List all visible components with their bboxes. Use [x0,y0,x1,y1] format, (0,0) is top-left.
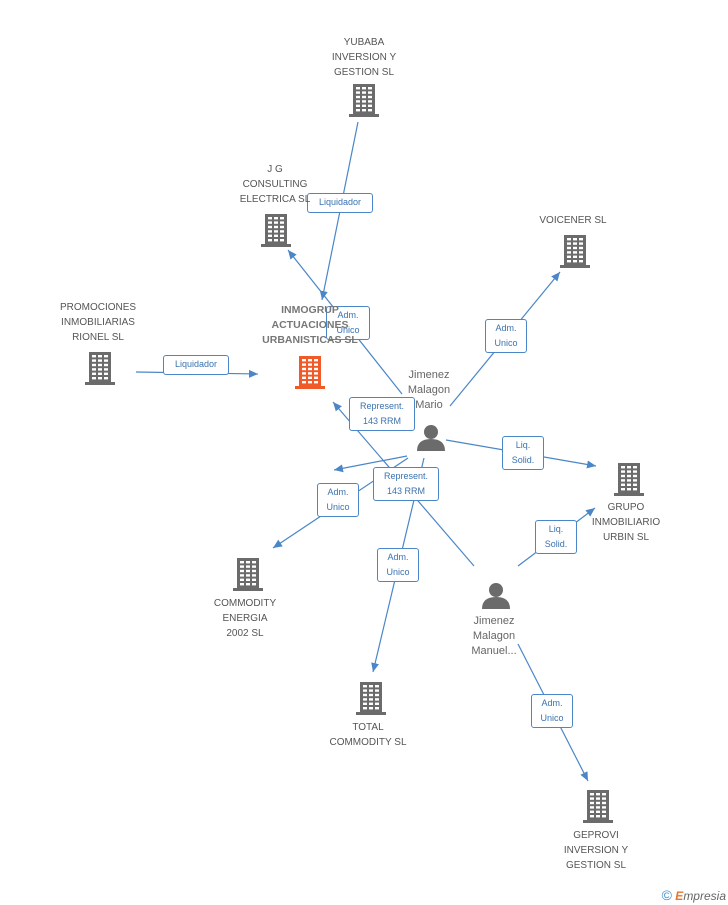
node-label-voicener[interactable]: VOICENER SL [539,215,607,226]
edge-label-e6[interactable]: Liq. Solid. [502,436,544,470]
edge-label-e5[interactable]: Represent. 143 RRM [349,397,415,431]
brand-name: mpresia [683,889,726,903]
copyright-icon: © [661,887,672,903]
building-icon-grupo[interactable] [614,463,644,496]
node-label-manuel[interactable]: Jimenez Malagon Manuel... [471,615,517,657]
brand-footer: © Empresia [662,887,726,903]
node-label-inmogrup[interactable]: INMOGRUP ACTUACIONES URBANISTICAS SL [262,304,358,346]
building-icon-total[interactable] [356,682,386,715]
edge-label-e1[interactable]: Liquidador [307,193,373,213]
node-label-total[interactable]: TOTAL COMMODITY SL [329,722,407,748]
edge-label-e2[interactable]: Adm. Unico [326,306,370,340]
building-icon-inmogrup[interactable] [295,356,325,389]
edge-label-e4[interactable]: Liquidador [163,355,229,375]
building-icon-yubaba[interactable] [349,84,379,117]
edge-label-e8[interactable]: Adm. Unico [317,483,359,517]
edge-label-e10[interactable]: Liq. Solid. [535,520,577,554]
edge-label-e11[interactable]: Adm. Unico [531,694,573,728]
edge-label-e3[interactable]: Adm. Unico [485,319,527,353]
edge-label-e7[interactable]: Represent. 143 RRM [373,467,439,501]
node-label-yubaba[interactable]: YUBABA INVERSION Y GESTION SL [331,37,397,78]
building-icon-promociones[interactable] [85,352,115,385]
node-label-mario[interactable]: Jimenez Malagon Mario [407,369,451,411]
node-label-geprovi[interactable]: GEPROVI INVERSION Y GESTION SL [563,830,629,871]
node-label-promociones[interactable]: PROMOCIONES INMOBILIARIAS RIONEL SL [59,302,137,343]
building-icon-geprovi[interactable] [583,790,613,823]
building-icon-jg[interactable] [261,214,291,247]
node-label-jg[interactable]: J G CONSULTING ELECTRICA SL [239,164,311,205]
edge-label-e9[interactable]: Adm. Unico [377,548,419,582]
brand-initial: E [675,889,684,903]
building-icon-voicener[interactable] [560,235,590,268]
person-icon-manuel[interactable] [482,583,510,609]
building-icon-commodity_energia[interactable] [233,558,263,591]
edge-mario-to-inmogrup [333,455,408,473]
node-label-commodity_energia[interactable]: COMMODITY ENERGIA 2002 SL [213,598,277,639]
node-label-grupo[interactable]: GRUPO INMOBILIARIO URBIN SL [591,502,661,543]
person-icon-mario[interactable] [417,425,445,451]
